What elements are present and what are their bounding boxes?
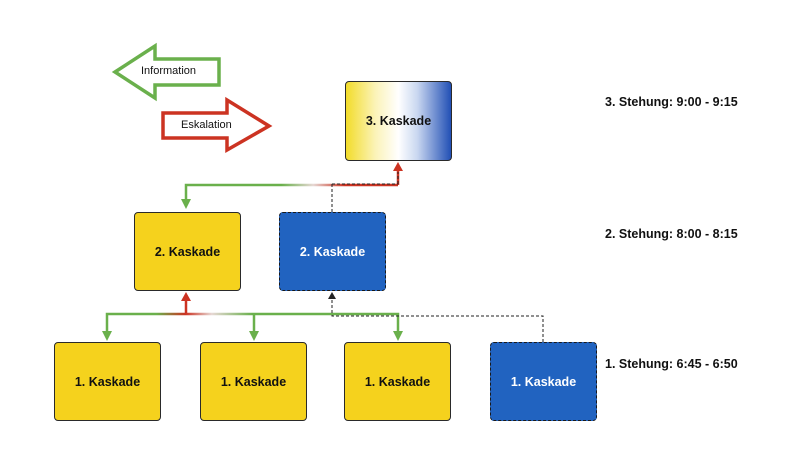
kaskade-level2-yellow-box[interactable]: 2. Kaskade — [134, 212, 241, 291]
information-arrow — [111, 42, 221, 102]
info-arrowhead-box3 — [393, 331, 403, 341]
kaskade-level1-label-4: 1. Kaskade — [510, 374, 577, 389]
kaskade-level1-label-2: 1. Kaskade — [220, 374, 287, 389]
level1-time-label: 1. Stehung: 6:45 - 6:50 — [605, 357, 738, 371]
kaskade-level3-box[interactable]: 3. Kaskade — [345, 81, 452, 161]
info-arrowhead-box1 — [102, 331, 112, 341]
kaskade-level3-label: 3. Kaskade — [365, 114, 432, 128]
dashed-line-blue-level1-to-level2 — [331, 300, 544, 342]
escalation-label: Eskalation — [181, 119, 232, 131]
info-line-level2-to-level1 — [105, 312, 400, 331]
kaskade-level2-yellow-label: 2. Kaskade — [154, 244, 221, 259]
kaskade-level2-blue-box[interactable]: 2. Kaskade — [279, 212, 386, 291]
info-arrowhead-level2-yellow — [181, 199, 191, 209]
kaskade-level1-box-2[interactable]: 1. Kaskade — [200, 342, 307, 421]
info-arrowhead-box2 — [249, 331, 259, 341]
escalation-arrowhead-level2 — [181, 292, 191, 301]
kaskade-level2-blue-label: 2. Kaskade — [299, 244, 366, 259]
escalation-arrow — [161, 96, 273, 154]
level2-time-label: 2. Stehung: 8:00 - 8:15 — [605, 227, 738, 241]
dashed-arrowhead-blue-level2 — [328, 292, 336, 299]
kaskade-level1-box-4[interactable]: 1. Kaskade — [490, 342, 597, 421]
information-label: Information — [141, 65, 197, 77]
kaskade-level1-box-1[interactable]: 1. Kaskade — [54, 342, 161, 421]
info-line-level3-to-level2 — [184, 183, 398, 200]
kaskade-level1-box-3[interactable]: 1. Kaskade — [344, 342, 451, 421]
level3-time-label: 3. Stehung: 9:00 - 9:15 — [605, 95, 738, 109]
kaskade-level1-label-3: 1. Kaskade — [364, 374, 431, 389]
kaskade-level1-label-1: 1. Kaskade — [74, 374, 141, 389]
escalation-arrowhead-level3 — [393, 162, 403, 171]
